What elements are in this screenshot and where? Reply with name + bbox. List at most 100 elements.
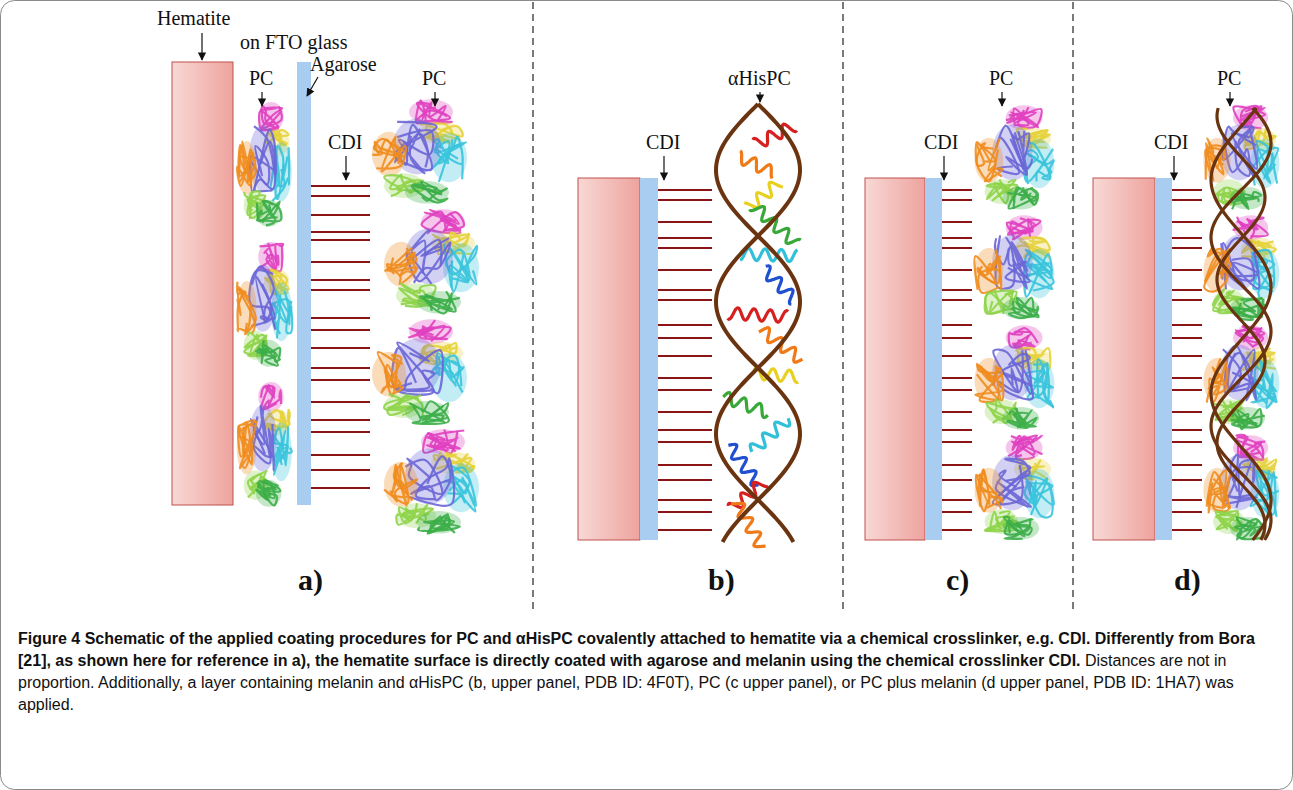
- crosslinker-group: [311, 186, 370, 488]
- hematite-slab: [865, 178, 925, 540]
- crosslinker-line: [311, 367, 370, 369]
- crosslinker-line: [1172, 511, 1202, 513]
- crosslinker-line: [311, 347, 370, 349]
- protein-molecule: [975, 435, 1055, 539]
- protein-domain: [417, 291, 461, 313]
- panel-letter: c): [946, 562, 969, 598]
- leader-arrow: [943, 156, 944, 180]
- crosslinker-line: [311, 469, 370, 471]
- protein-molecule: [237, 242, 292, 367]
- part-label: PC: [1217, 66, 1241, 90]
- protein-domain: [405, 181, 449, 203]
- part-label: Hematite: [157, 6, 230, 30]
- protein-ribbon: [240, 149, 256, 182]
- protein-ribbon: [985, 138, 1003, 181]
- crosslinker-line: [1172, 199, 1202, 201]
- crosslinker-line: [658, 389, 712, 391]
- protein-ribbon: [976, 469, 1001, 509]
- crosslinker-line: [942, 411, 972, 413]
- protein-domain: [975, 358, 1004, 403]
- crosslinker-line: [658, 499, 712, 501]
- crosslinker-line: [311, 214, 370, 216]
- crosslinker-line: [658, 324, 712, 326]
- crosslinker-line: [1172, 337, 1202, 339]
- helix-ribbon: [744, 182, 783, 207]
- protein-domain: [1203, 468, 1230, 513]
- protein-ribbon: [423, 102, 446, 120]
- helix-ribbon: [740, 248, 797, 261]
- crosslinker-line: [658, 429, 712, 431]
- crosslinker-line: [311, 431, 370, 433]
- crosslinker-line: [658, 511, 712, 513]
- protein-ribbon: [259, 348, 281, 361]
- part-label: CDI: [924, 130, 958, 154]
- helix-ribbon: [740, 151, 772, 179]
- melanin-strand: [1217, 108, 1265, 540]
- melanin-strand: [716, 104, 800, 542]
- crosslinker-line: [942, 479, 972, 481]
- protein-ribbon: [254, 424, 274, 471]
- protein-domain: [237, 141, 257, 195]
- figure-caption: Figure 4 Schematic of the applied coatin…: [18, 628, 1274, 716]
- protein-ribbon: [1011, 436, 1033, 450]
- crosslinker-line: [1172, 324, 1202, 326]
- panel-letter: d): [1174, 562, 1201, 598]
- leader-arrows: [202, 33, 1230, 180]
- crosslinker-group: [1172, 190, 1202, 530]
- protein-ribbon: [238, 421, 256, 457]
- crosslinker-line: [942, 511, 972, 513]
- protein-molecule: [975, 105, 1055, 209]
- protein-ribbon: [974, 256, 1000, 290]
- protein-domain: [1002, 517, 1039, 539]
- protein-molecule: [372, 99, 467, 203]
- leader-arrow: [663, 156, 664, 180]
- crosslinker-line: [942, 377, 972, 379]
- crosslinker-line: [658, 441, 712, 443]
- crosslinker-line: [1172, 479, 1202, 481]
- leader-arrow: [261, 92, 262, 106]
- crosslinker-line: [942, 389, 972, 391]
- crosslinker-line: [1172, 237, 1202, 239]
- protein-ribbon: [237, 282, 255, 334]
- protein-ribbon: [256, 483, 274, 500]
- crosslinker-line: [942, 221, 972, 223]
- crosslinker-line: [658, 237, 712, 239]
- protein-domain: [372, 132, 406, 177]
- protein-ribbon: [1232, 409, 1265, 427]
- crosslinker-line: [1172, 247, 1202, 249]
- crosslinker-line: [658, 377, 712, 379]
- helix-ribbon: [750, 418, 790, 452]
- protein-ribbon: [410, 403, 449, 422]
- protein-ribbon: [1006, 238, 1027, 289]
- crosslinker-line: [942, 299, 972, 301]
- caption-bold: Figure 4 Schematic of the applied coatin…: [18, 630, 1255, 669]
- crosslinker-line: [1172, 189, 1202, 191]
- leader-arrow: [434, 92, 435, 106]
- protein-molecule: [237, 102, 292, 227]
- part-label: CDI: [328, 130, 362, 154]
- part-label: αHisPC: [728, 66, 791, 90]
- protein-ribbon: [977, 364, 1003, 400]
- crosslinker-line: [942, 324, 972, 326]
- crosslinker-line: [311, 401, 370, 403]
- protein-ribbon: [275, 290, 291, 325]
- protein-ribbon: [420, 296, 460, 311]
- melanin-strand: [1211, 108, 1271, 540]
- hematite-slab: [578, 178, 640, 540]
- leader-arrow: [307, 77, 318, 96]
- protein-molecule: [384, 209, 479, 313]
- crosslinker-line: [311, 454, 370, 456]
- melanin-strand: [716, 104, 800, 542]
- crosslinker-line: [942, 499, 972, 501]
- crosslinker-line: [942, 237, 972, 239]
- part-label: Agarose: [310, 52, 377, 76]
- protein-domain: [384, 242, 418, 287]
- protein-structures: [237, 99, 1280, 546]
- crosslinker-line: [1172, 464, 1202, 466]
- part-label: PC: [249, 66, 273, 90]
- crosslinker-line: [1172, 389, 1202, 391]
- part-label: CDI: [1154, 130, 1188, 154]
- protein-ribbon: [422, 189, 447, 201]
